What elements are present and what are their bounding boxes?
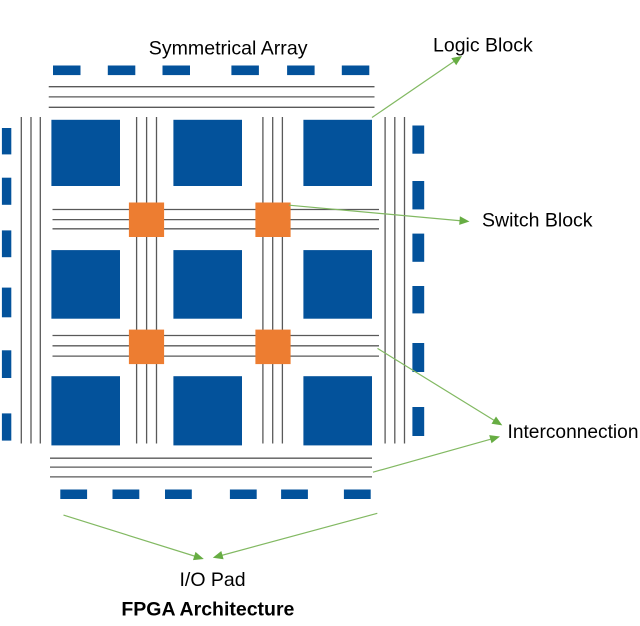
svg-text:I/O Pad: I/O Pad — [180, 569, 246, 591]
svg-text:FPGA Architecture: FPGA Architecture — [121, 599, 294, 621]
svg-text:Symmetrical Array: Symmetrical Array — [149, 38, 308, 60]
svg-text:Interconnection: Interconnection — [508, 421, 639, 443]
svg-text:Logic Block: Logic Block — [433, 34, 533, 56]
svg-text:Switch Block: Switch Block — [482, 210, 593, 232]
